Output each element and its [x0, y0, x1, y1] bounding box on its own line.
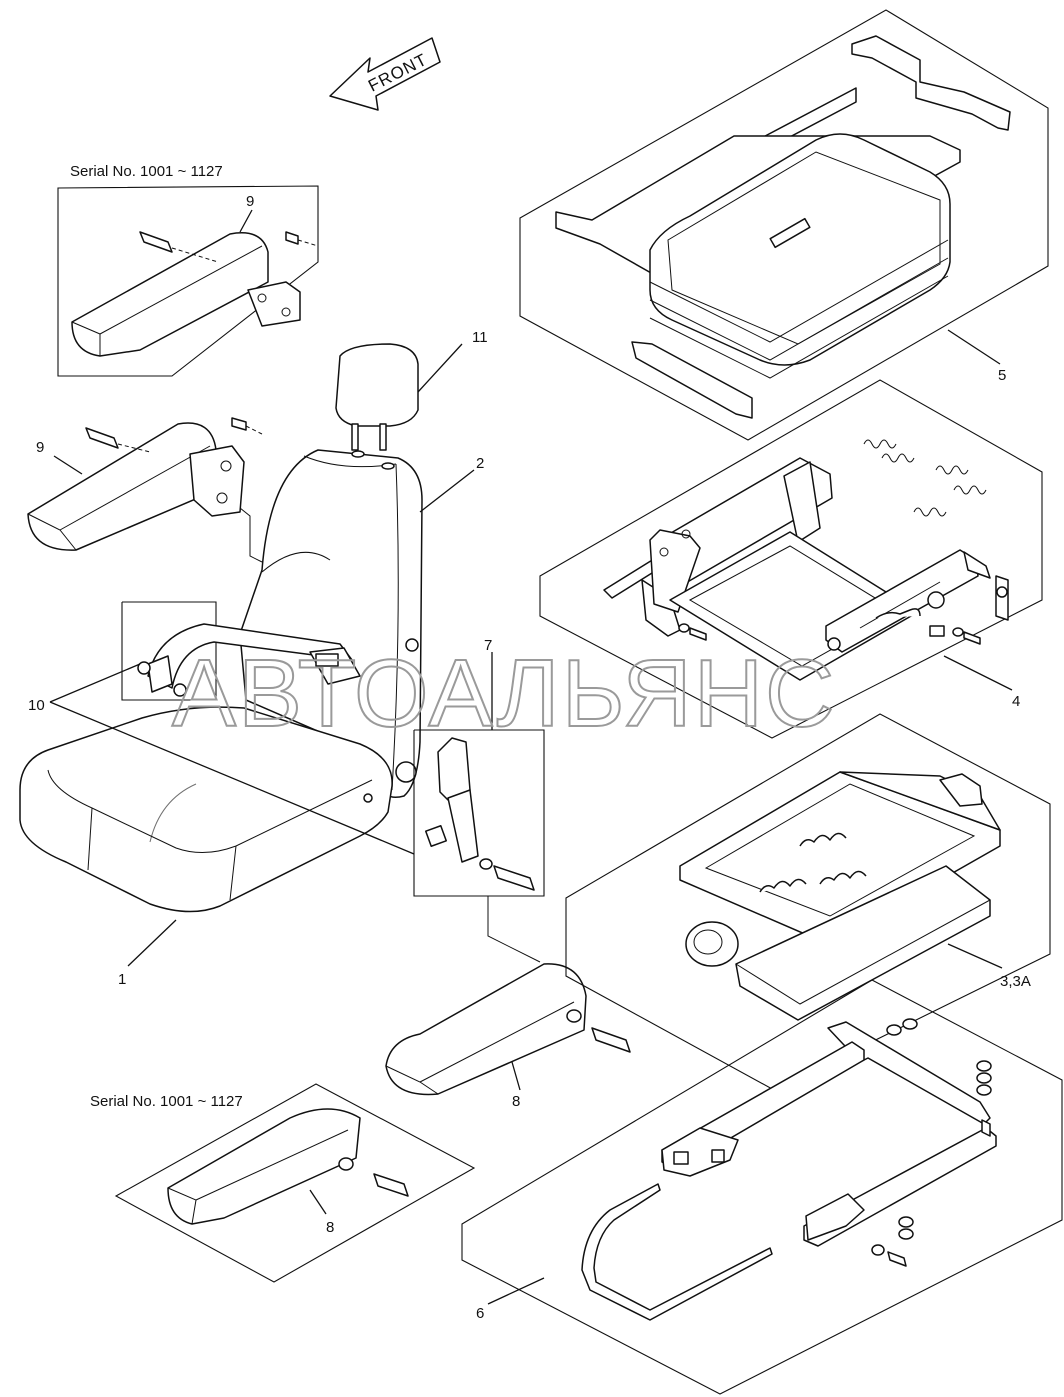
callout-7: 7 [484, 637, 492, 654]
callout-3: 3,3A [1000, 973, 1031, 990]
inset-armrest-9: Serial No. 1001 ~ 1127 9 [57, 163, 319, 377]
seat-belt: 10 [28, 601, 415, 855]
suspension-base: 3,3A [565, 713, 1051, 1091]
watermark: АВТОАЛЬЯНС [172, 640, 836, 747]
callout-4: 4 [1012, 693, 1020, 710]
springs [863, 439, 987, 517]
inset-caption-bottom: Serial No. 1001 ~ 1127 [90, 1093, 243, 1110]
front-arrow: FRONT [329, 37, 441, 111]
headrest: 11 [335, 329, 488, 451]
suspension-frame: 4 [539, 379, 1043, 739]
seat-belt-buckle: 7 [413, 637, 545, 963]
callout-8: 8 [512, 1093, 520, 1110]
callout-9: 9 [36, 439, 44, 456]
armrest-9-inset-part [71, 231, 319, 357]
callout-2: 2 [476, 455, 484, 472]
callout-5: 5 [998, 367, 1006, 384]
seat-cushion: 1 [19, 706, 393, 988]
callout-10: 10 [28, 697, 45, 714]
slide-rails: 6 [461, 979, 1063, 1395]
inset-armrest-8: Serial No. 1001 ~ 1127 8 [90, 1083, 476, 1283]
washers-nuts [871, 1018, 992, 1267]
armrest-8: 8 [385, 963, 631, 1110]
callout-1: 1 [118, 971, 126, 988]
suspension-bellows: 5 [519, 9, 1049, 441]
callout-11: 11 [472, 329, 488, 346]
callout-8-inset: 8 [326, 1219, 334, 1236]
armrest-9: 9 [27, 417, 263, 563]
callout-9-inset: 9 [246, 193, 254, 210]
inset-caption-top: Serial No. 1001 ~ 1127 [70, 163, 223, 180]
callout-6: 6 [476, 1305, 484, 1322]
